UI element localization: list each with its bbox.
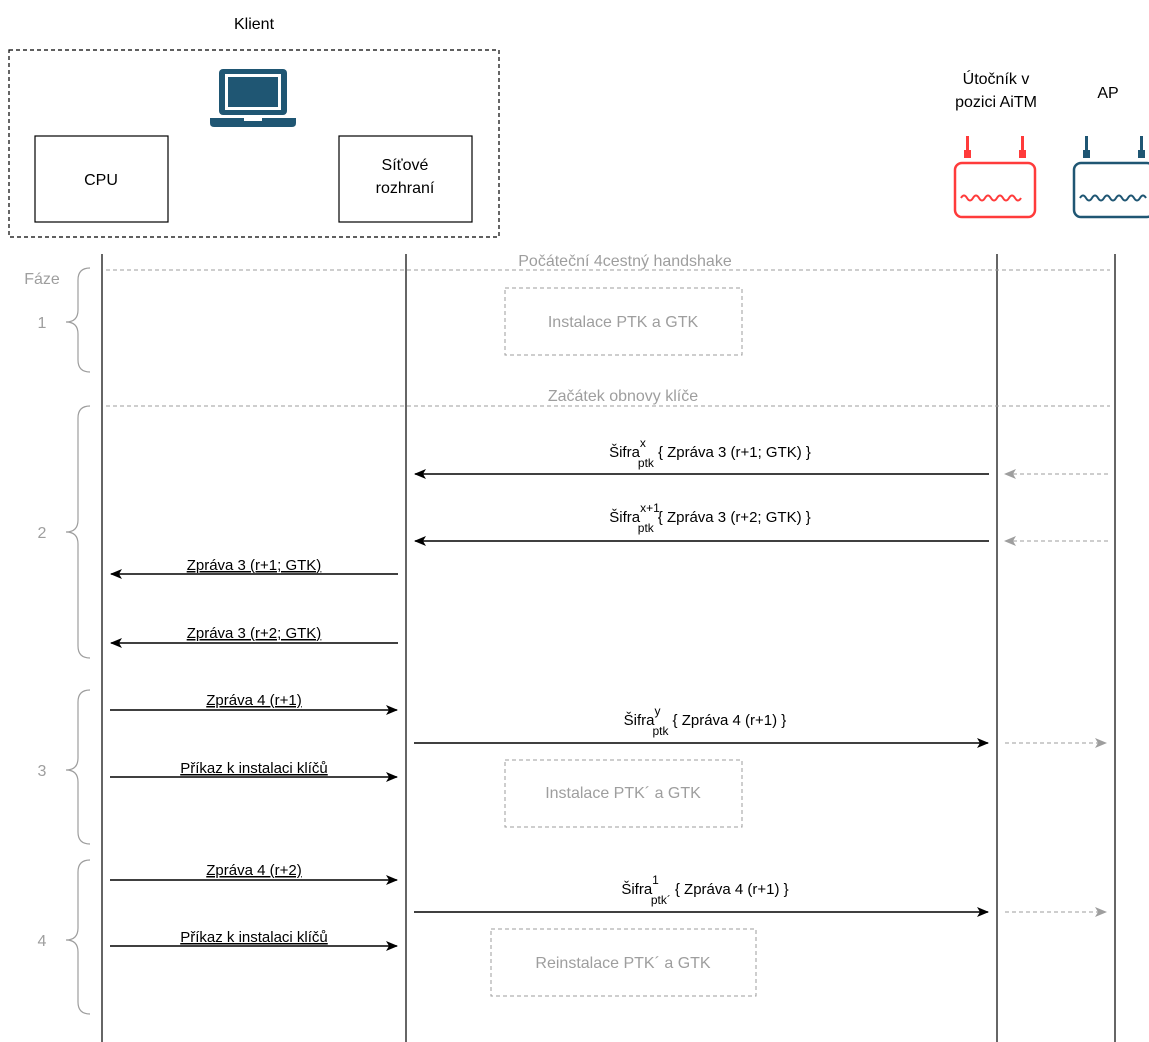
phase-3-label: 3 bbox=[38, 763, 47, 780]
nic-box bbox=[338, 135, 473, 223]
phase-2-label: 2 bbox=[38, 525, 47, 542]
msg-3-label: Zpráva 3 (r+1; GTK) bbox=[187, 557, 322, 574]
msg-5-label: Zpráva 4 (r+1) bbox=[206, 692, 301, 709]
phase-title: Fáze bbox=[24, 271, 60, 288]
laptop-icon bbox=[210, 69, 296, 127]
reinstall-box bbox=[490, 928, 757, 997]
client-group-frame bbox=[8, 49, 500, 238]
phase-4-label: 4 bbox=[38, 933, 47, 950]
phase-2-brace bbox=[65, 405, 91, 659]
phase-4-brace bbox=[65, 859, 91, 1015]
msg-8-label: Zpráva 4 (r+2) bbox=[206, 862, 301, 879]
attacker-label-line2: pozici AiTM bbox=[955, 94, 1037, 111]
install-box-1-label: Instalace PTK a GTK bbox=[548, 314, 699, 331]
phase-braces bbox=[65, 267, 91, 1015]
phase-1-brace bbox=[65, 267, 91, 373]
install-box-2-label: Instalace PTK´ a GTK bbox=[545, 785, 701, 802]
reinstall-box-label: Reinstalace PTK´ a GTK bbox=[535, 955, 711, 972]
msg-4-label: Zpráva 3 (r+2; GTK) bbox=[187, 625, 322, 642]
cpu-label: CPU bbox=[84, 172, 118, 189]
cpu-box bbox=[34, 135, 169, 223]
install-box-2 bbox=[504, 759, 743, 828]
separator-rekey-label: Začátek obnovy klíče bbox=[548, 388, 698, 405]
separator-initial-label: Počáteční 4cestný handshake bbox=[518, 253, 732, 270]
ap-router-icon bbox=[1072, 136, 1149, 219]
client-title: Klient bbox=[234, 16, 275, 33]
ap-label: AP bbox=[1097, 85, 1118, 102]
nic-label-line2: rozhraní bbox=[376, 180, 435, 197]
phase-3-brace bbox=[65, 689, 91, 845]
install-box-1 bbox=[504, 287, 743, 356]
msg-10-label: Příkaz k instalaci klíčů bbox=[180, 929, 328, 946]
msg-7-label: Příkaz k instalaci klíčů bbox=[180, 760, 328, 777]
attacker-label-line1: Útočník v bbox=[963, 69, 1030, 88]
attacker-router-icon bbox=[953, 136, 1037, 219]
nic-label-line1: Síťové bbox=[382, 157, 429, 174]
phase-1-label: 1 bbox=[38, 315, 47, 332]
